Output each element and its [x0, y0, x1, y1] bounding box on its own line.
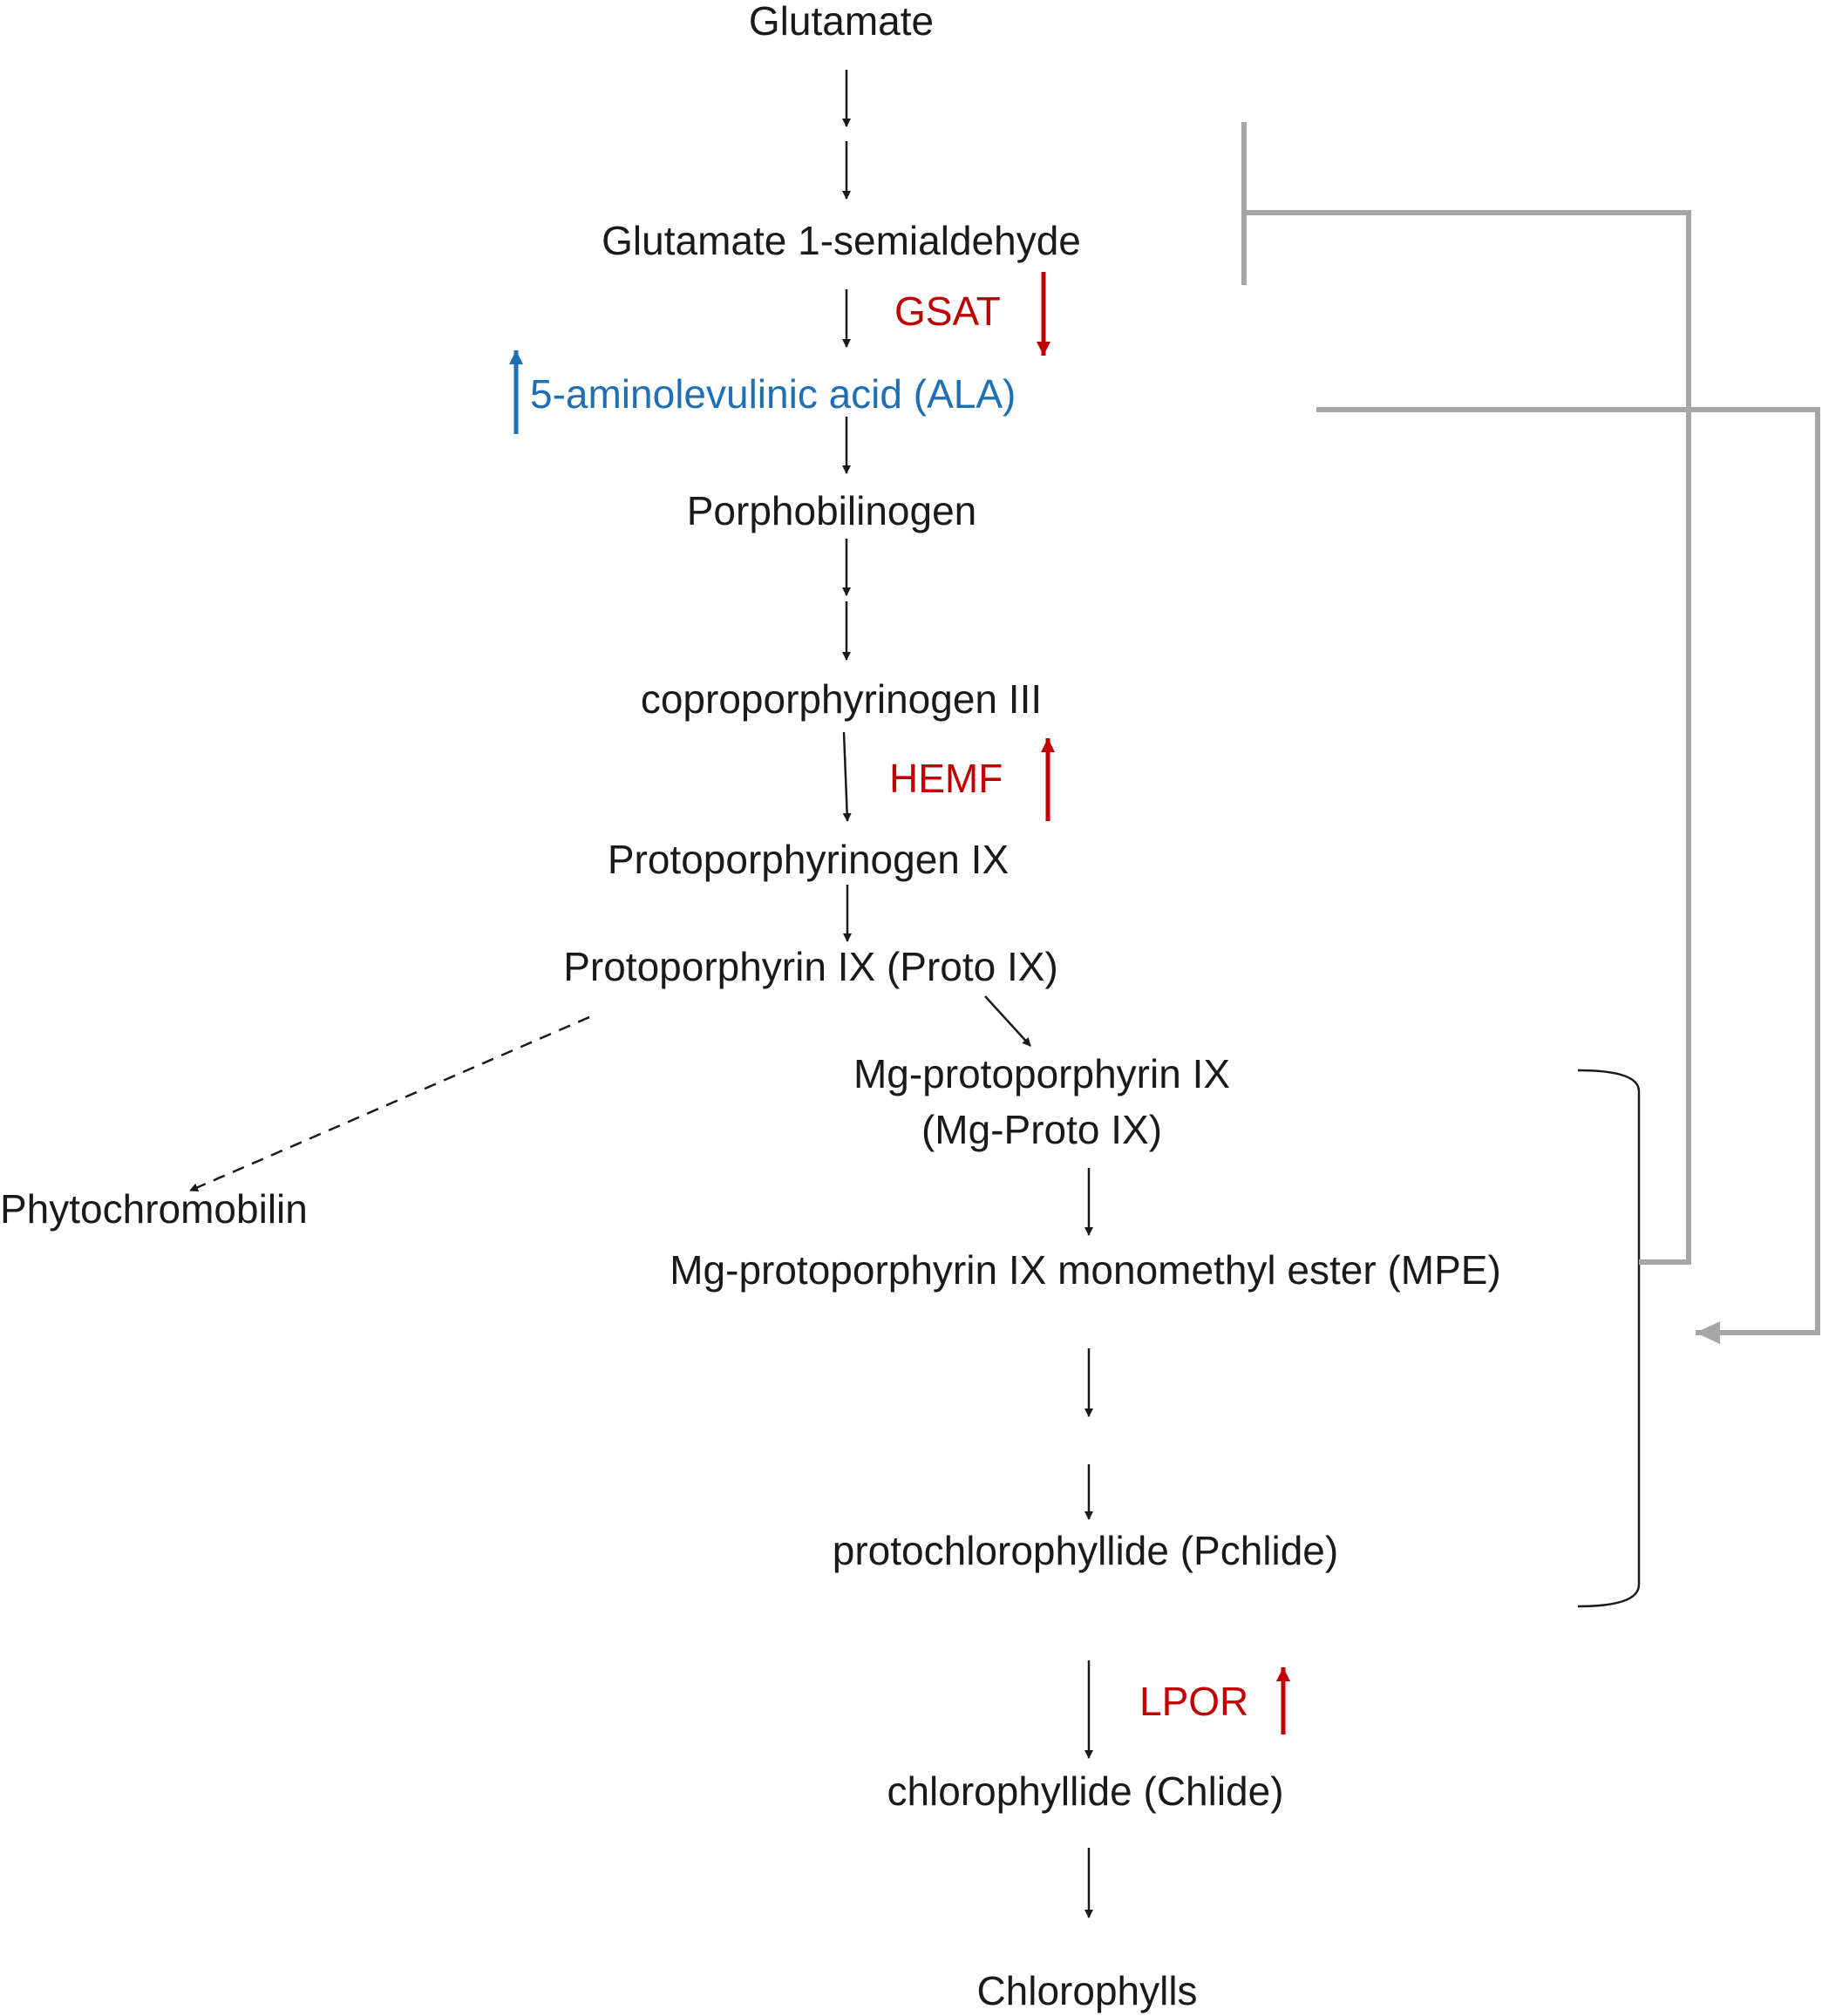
label-chlorophyllide: chlorophyllide (Chlide) — [887, 1768, 1283, 1814]
arrow-copro-to-protogen — [842, 731, 852, 822]
label-chlorophylls: Chlorophylls — [976, 1968, 1197, 2013]
arrow-proto-to-phyto — [189, 1015, 590, 1192]
label-enzyme-gsat: GSAT — [894, 288, 1001, 334]
label-phytochromobilin: Phytochromobilin — [0, 1186, 308, 1232]
label-protochlorophyllide: protochlorophyllide (Pchlide) — [833, 1528, 1338, 1573]
pathway-arrows — [189, 70, 1093, 1918]
label-coproporphyrinogen: coproporphyrinogen III — [641, 676, 1042, 722]
intermediates-bracket — [1577, 1069, 1641, 1608]
label-protoporphyrinogen: Protoporphyrinogen IX — [608, 837, 1009, 882]
label-porphobilinogen: Porphobilinogen — [687, 488, 977, 533]
label-enzyme-hemf: HEMF — [889, 756, 1003, 801]
feedback-lines — [1241, 122, 1820, 1344]
label-mg-protoporphyrin: Mg-protoporphyrin IX — [853, 1051, 1230, 1096]
label-ala: 5-aminolevulinic acid (ALA) — [530, 371, 1016, 417]
label-mg-proto-abbrev: (Mg-Proto IX) — [921, 1107, 1162, 1152]
label-protoporphyrin: Protoporphyrin IX (Proto IX) — [563, 944, 1058, 989]
label-glutamate: Glutamate — [749, 0, 934, 44]
arrow-proto-to-mgproto — [984, 995, 1031, 1047]
label-mpe: Mg-protoporphyrin IX monomethyl ester (M… — [670, 1247, 1501, 1293]
label-enzyme-lpor: LPOR — [1139, 1679, 1248, 1724]
activation-line — [1316, 407, 1820, 1344]
inhibition-line — [1244, 210, 1691, 1265]
label-glutamate-semialdehyde: Glutamate 1-semialdehyde — [602, 218, 1081, 263]
